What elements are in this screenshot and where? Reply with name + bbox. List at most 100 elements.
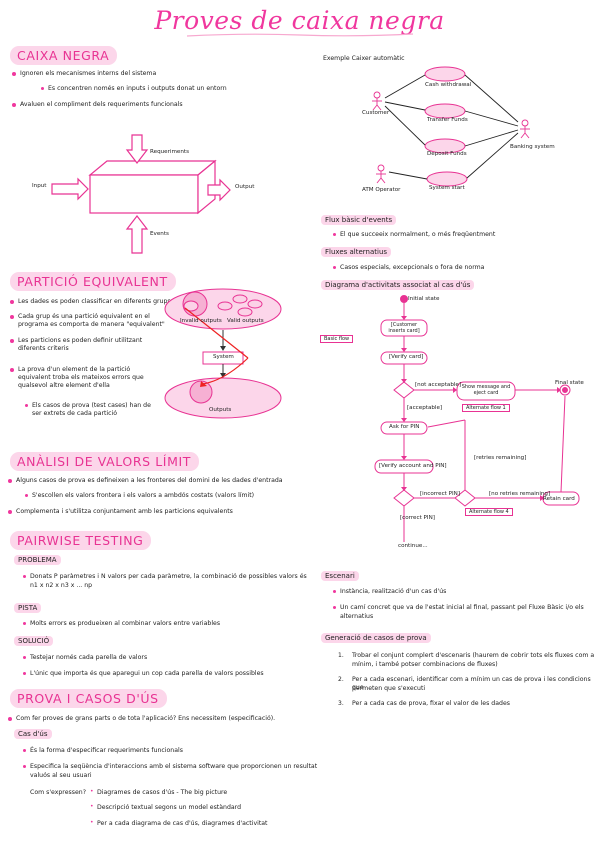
act-label-verify-pin: [Verify account and PIN] [379,463,447,469]
bullet-text: Com fer proves de grans parts o de tota … [7,715,276,722]
initial-node [400,295,408,303]
numbered-text: Per a cada escenari, identificar com a m… [352,676,591,691]
bullet-text-cont: equivalent troba els mateixos errors que [18,374,144,381]
bullet-text: Complementa i s'utilitza conjuntament am… [8,508,233,515]
bullet-text-cont: n1 x n2 x n3 x ... np [30,582,93,589]
number-1: 1. [338,652,344,659]
bullet-text: Per a cada diagrama de cas d'ús, diagram… [90,819,267,828]
act-label-retries: [retries remaining] [474,455,527,461]
bullet-text: Alguns casos de prova es defineixen a le… [8,477,283,484]
act-label-ask-pin: Ask for PIN [389,424,420,430]
decision-retries [454,489,476,507]
subheader-flux-basic: Flux bàsic d'events [321,215,397,225]
diagram-label-output: Output [235,184,255,190]
uc-label-cash: Cash withdrawal [425,82,472,88]
alternate-flow-1-label: Alternate flow 1 [462,404,510,412]
label-system: System [213,354,234,360]
bullet-text: Donats P paràmetres i N valors per cada … [23,573,307,580]
black-box-diagram [51,134,231,254]
section-header-valors-limit: ANÀLISI DE VALORS LÍMIT [10,452,200,471]
act-label-no-retries: [no retries remaining] [489,491,551,497]
bullet-text: Especifica la seqüència d'interaccions a… [22,763,318,770]
numbered-item-2-cont: permeten que s'executi [352,685,426,692]
bullet-text: Els casos de prova (test cases) han de [25,402,151,409]
section-header-caixa-negra: CAIXA NEGRA [10,46,118,65]
actor-label-customer: Customer [362,110,390,116]
bullet-text-cont: alternatius [340,613,374,620]
basic-flow-label: Basic flow [320,335,354,343]
bullet-text: Un camí concret que va de l'estat inicia… [333,604,584,611]
activity-show-message [456,381,516,401]
actor-label-operator: ATM Operator [362,187,401,193]
bullet-text: Casos especials, excepcionals o fora de … [332,264,485,271]
box-side-face [197,159,216,215]
act-label-show-message: Show message and eject card [461,384,511,396]
title-underline [186,33,414,37]
activity-diagram [374,295,580,542]
example-title: Exemple Caixer automàtic [323,55,405,62]
diagram-label-requirements: Requeriments [150,149,190,155]
act-label-correct: [correct PIN] [400,515,435,521]
numbered-text: Per a cada cas de prova, fixar el valor … [352,700,510,707]
input-arrow [51,177,89,201]
bullet-text: Testejar només cada parella de valors [22,654,148,661]
decision-pin [393,489,415,507]
subheader-solucio: SOLUCIÓ [14,636,54,646]
usecase-cash [424,66,466,82]
numbered-item-3: 3. Per a cada cas de prova, fixar el valo… [338,700,510,708]
subheader-fluxes-alternatius: Fluxes alternatius [321,247,392,257]
act-label-incorrect: [incorrect PIN] [420,491,461,497]
bullet-text-cont: diferents criteris [18,345,69,352]
label-outputs: Outputs [209,407,232,413]
uc-label-deposit: Deposit Funds [427,151,467,157]
act-label-final: Final state [555,380,584,386]
numbered-item-1: 1. Trobar el conjunt complert d'escenaris… [338,652,595,660]
alternate-flow-4-label: Alternate flow 4 [465,508,513,516]
bullet-text: Instància, realització d'un cas d'ús [332,588,447,595]
bullet-text-cont: ser extrets de cada partició [32,410,118,417]
act-label-not-acceptable: [not acceptable] [415,382,462,388]
uc-label-start: System start [429,185,465,191]
label-invalid-outputs: Invalid outputs [180,318,222,324]
bullet-text-cont: programa es comporta de manera "equivale… [18,321,165,328]
bullet-text: L'únic que importa és que aparegui un co… [23,670,264,677]
output-arrow [207,178,231,202]
actor-label-bank: Banking system [510,144,555,150]
act-label-continue: continue... [398,543,428,549]
diagram-label-events: Events [150,231,169,237]
subheader-cas-dus: Cas d'ús [14,729,52,739]
act-label-initial: Initial state [408,296,440,302]
subheader-diagrama-activitats: Diagrama d'activitats associat al cas d'… [321,280,475,290]
act-label-acceptable: [acceptable] [407,405,443,411]
act-label-retain: Retain card [543,496,575,502]
number-2: 2. [338,676,344,683]
events-arrow [125,215,149,254]
subheader-generacio: Generació de casos de prova [321,633,431,643]
section-header-particio: PARTICIÓ EQUIVALENT [10,272,176,291]
box-top-face [88,160,217,176]
box-front-face [89,174,199,214]
bullet-text: Les dades es poden classificar en difere… [10,298,171,305]
bullet-text: És la forma d'especificar requeriments f… [23,747,183,754]
subheader-escenari: Escenari [321,571,359,581]
bullet-text: Es concentren només en inputs i outputs … [41,85,227,92]
numbered-text: Trobar el conjunt complert d'escenaris (… [352,652,595,659]
act-label-insert: [Customer inserts card] [388,322,420,334]
section-header-casos-us: PROVA I CASOS D'ÚS [10,689,167,708]
bullet-text: Cada grup és una partició equivalent en … [10,313,150,320]
bullet-text: S'escollen els valors frontera i els val… [24,492,255,499]
bullet-text: El que succeeix normalment, o més freqüe… [332,231,496,238]
number-3: 3. [338,700,344,707]
diagram-label-input: Input [32,183,47,189]
bullet-text: Les particions es poden definir utilitza… [9,337,143,344]
label-com-expressen: Com s'expressen? [30,789,86,796]
numbered-item-1-cont: mínim, i també potser combinacions de fl… [352,661,498,668]
bullet-text: La prova d'un element de la partició [9,366,131,373]
bullet-text: Descripció textual segons un model estàn… [90,803,241,812]
decision-card [393,381,415,399]
numbered-item-2: 2. Per a cada escenari, identificar com a… [338,676,599,691]
section-header-pairwise: PAIRWISE TESTING [10,531,152,550]
bullet-text: Ignoren els mecanismes interns del siste… [11,70,157,77]
subheader-problema: PROBLEMA [14,555,61,565]
usecase-start [426,171,468,187]
